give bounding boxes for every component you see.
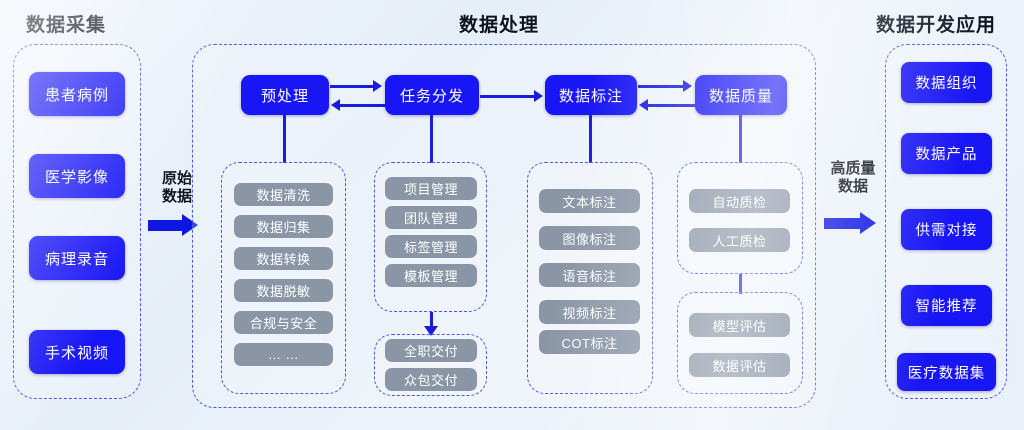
preprocess-item-5[interactable]: … … bbox=[234, 343, 333, 366]
stage-task-dispatch[interactable]: 任务分发 bbox=[385, 75, 479, 115]
dispatch-item-0[interactable]: 项目管理 bbox=[385, 177, 477, 200]
quality-item-0[interactable]: 自动质检 bbox=[689, 189, 790, 213]
evaluation-group-container bbox=[677, 292, 803, 394]
preprocess-item-2[interactable]: 数据转换 bbox=[234, 247, 333, 270]
dispatch-item-3[interactable]: 模板管理 bbox=[385, 264, 477, 287]
flow-arrow-raw-data-icon bbox=[148, 214, 200, 236]
apply-item-0[interactable]: 数据组织 bbox=[901, 62, 992, 103]
arrow-preprocess-to-dispatch-shaft bbox=[330, 85, 375, 88]
annotation-item-0[interactable]: 文本标注 bbox=[539, 189, 640, 213]
apply-item-2[interactable]: 供需对接 bbox=[901, 209, 992, 250]
arrow-annotation-to-quality-head-icon bbox=[683, 80, 692, 92]
annotation-item-2[interactable]: 语音标注 bbox=[539, 263, 640, 287]
apply-item-1[interactable]: 数据产品 bbox=[901, 133, 992, 174]
arrow-dispatch-to-preprocess-shaft bbox=[340, 104, 385, 107]
arrow-quality-to-annotation-head-icon bbox=[639, 99, 648, 111]
collect-item-0[interactable]: 患者病例 bbox=[29, 72, 125, 116]
arrow-preprocess-to-dispatch-head-icon bbox=[373, 80, 382, 92]
annotation-item-4[interactable]: COT标注 bbox=[539, 330, 640, 354]
evaluation-item-1[interactable]: 数据评估 bbox=[689, 353, 790, 377]
connector-dispatch-to-delivery bbox=[430, 312, 433, 328]
dispatch-item-2[interactable]: 标签管理 bbox=[385, 235, 477, 258]
dispatch-item-1[interactable]: 团队管理 bbox=[385, 206, 477, 229]
quality-item-1[interactable]: 人工质检 bbox=[689, 228, 790, 252]
stage-preprocess[interactable]: 预处理 bbox=[241, 75, 329, 115]
arrow-dispatch-to-annotation-head-icon bbox=[534, 90, 543, 102]
arrow-dispatch-to-annotation-shaft bbox=[480, 95, 535, 98]
section-title-data-application: 数据开发应用 bbox=[876, 15, 997, 36]
collect-item-1[interactable]: 医学影像 bbox=[29, 154, 125, 198]
flow-label-high-quality-data: 高质量 数据 bbox=[818, 160, 888, 196]
apply-item-4[interactable]: 医疗数据集 bbox=[897, 353, 996, 391]
connector-preprocess bbox=[283, 115, 286, 163]
flow-label-hq-line1: 高质量 bbox=[830, 160, 876, 177]
flow-label-hq-line2: 数据 bbox=[837, 178, 868, 195]
quality-group-container bbox=[677, 162, 803, 274]
evaluation-item-0[interactable]: 模型评估 bbox=[689, 313, 790, 337]
connector-annotation bbox=[589, 115, 592, 163]
collect-item-2[interactable]: 病理录音 bbox=[29, 236, 125, 280]
stage-data-quality[interactable]: 数据质量 bbox=[695, 75, 787, 115]
flow-label-raw-data: 原始 数据 bbox=[146, 170, 208, 206]
preprocess-item-3[interactable]: 数据脱敏 bbox=[234, 279, 333, 302]
annotation-item-3[interactable]: 视频标注 bbox=[539, 300, 640, 324]
flow-label-raw-data-line1: 原始 bbox=[161, 170, 192, 187]
preprocess-item-4[interactable]: 合规与安全 bbox=[234, 311, 333, 334]
collect-item-3[interactable]: 手术视频 bbox=[29, 330, 125, 374]
section-title-data-processing: 数据处理 bbox=[459, 15, 540, 36]
arrow-annotation-to-quality-shaft bbox=[638, 85, 685, 88]
arrow-quality-to-annotation-shaft bbox=[648, 104, 695, 107]
section-title-data-collection: 数据采集 bbox=[26, 15, 107, 36]
annotation-item-1[interactable]: 图像标注 bbox=[539, 226, 640, 250]
connector-dispatch bbox=[430, 115, 433, 163]
connector-quality-to-evaluation bbox=[739, 274, 742, 294]
preprocess-item-1[interactable]: 数据归集 bbox=[234, 215, 333, 238]
preprocess-item-0[interactable]: 数据清洗 bbox=[234, 183, 333, 206]
delivery-item-0[interactable]: 全职交付 bbox=[385, 339, 477, 362]
flow-label-raw-data-line2: 数据 bbox=[161, 188, 192, 205]
connector-dispatch-to-delivery-head-icon bbox=[424, 326, 438, 336]
stage-data-annotation[interactable]: 数据标注 bbox=[545, 75, 637, 115]
delivery-item-1[interactable]: 众包交付 bbox=[385, 368, 477, 391]
arrow-dispatch-to-preprocess-head-icon bbox=[331, 99, 340, 111]
connector-quality bbox=[739, 115, 742, 163]
flow-arrow-high-quality-data-icon bbox=[824, 212, 880, 234]
apply-item-3[interactable]: 智能推荐 bbox=[901, 285, 992, 326]
